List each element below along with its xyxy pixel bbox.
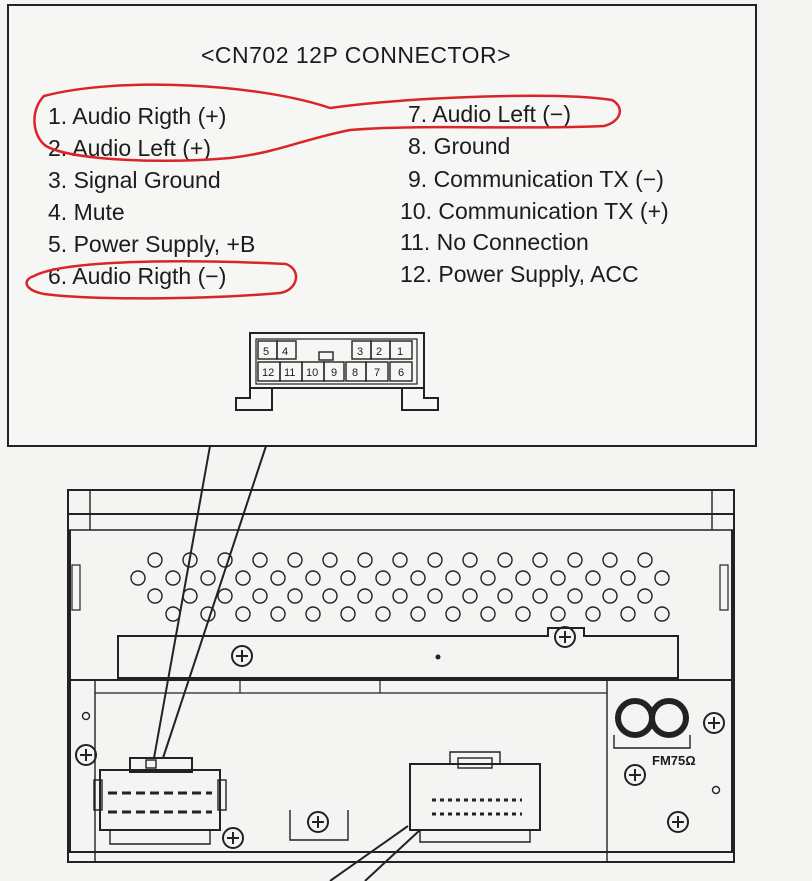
pin-number: 3 <box>357 346 363 358</box>
connector-title: <CN702 12P CONNECTOR> <box>201 42 511 68</box>
pin-list-right: 7. Audio Left (−) 8. Ground 9. Communica… <box>400 101 669 287</box>
antenna-jack <box>613 698 691 749</box>
pin-label: 8. Ground <box>408 133 510 159</box>
screw-icon <box>307 811 329 833</box>
pin-number: 10 <box>306 367 318 379</box>
highlight-loop-bottom <box>25 260 298 300</box>
antenna-label: FM75Ω <box>652 753 696 768</box>
pinout-inner <box>255 338 418 385</box>
pin-label: 10. Communication TX (+) <box>400 198 669 224</box>
pin-number: 8 <box>352 367 358 379</box>
red-highlight-marks <box>25 83 622 300</box>
pin-label: 11. No Connection <box>400 229 589 255</box>
pin-label: 3. Signal Ground <box>48 167 221 193</box>
pin-label: 12. Power Supply, ACC <box>400 261 639 287</box>
pin-number: 2 <box>376 346 382 358</box>
screw-icon <box>222 827 244 849</box>
vent-holes <box>130 552 670 622</box>
screw-icon <box>554 626 576 648</box>
screw-icon <box>703 712 725 734</box>
cn702-connector <box>93 757 227 845</box>
pin-label: 4. Mute <box>48 199 125 225</box>
pin-number: 7 <box>374 367 380 379</box>
connector-pinout-face: 5 4 3 2 1 12 11 10 9 8 7 6 <box>235 332 439 411</box>
pin-number: 9 <box>331 367 337 379</box>
screw-icon <box>231 645 253 667</box>
pin-number: 6 <box>398 367 404 379</box>
pinout-mount-right <box>401 388 439 411</box>
screw-icon <box>667 811 689 833</box>
pinout-top-row: 5 4 3 2 1 <box>257 340 413 361</box>
highlight-loop-top <box>33 83 622 162</box>
pin-number: 4 <box>282 346 288 358</box>
head-unit-rear: FM75Ω <box>67 489 735 863</box>
screw-icon <box>75 744 97 766</box>
mid-plate <box>117 627 679 679</box>
pin-label: 2. Audio Left (+) <box>48 135 211 161</box>
pin-number: 11 <box>284 367 295 379</box>
pin-number: 1 <box>397 346 403 358</box>
second-connector <box>409 751 541 843</box>
pinout-key <box>318 351 334 361</box>
pin-label: 9. Communication TX (−) <box>408 166 664 192</box>
lower-panel <box>69 679 733 853</box>
pin-label: 1. Audio Rigth (+) <box>48 103 226 129</box>
pin-number: 12 <box>262 367 274 379</box>
callout-pointer <box>153 445 421 881</box>
pin-number: 5 <box>263 346 269 358</box>
pin-label: 7. Audio Left (−) <box>408 101 571 127</box>
pin-label: 5. Power Supply, +B <box>48 231 255 257</box>
pin-label: 6. Audio Rigth (−) <box>48 263 226 289</box>
connector-callout: <CN702 12P CONNECTOR> 1. Audio Rigth (+)… <box>7 4 757 447</box>
pinout-housing <box>249 332 425 389</box>
pinout-bottom-row: 12 11 10 9 8 7 6 <box>257 361 413 382</box>
pin-list-left: 1. Audio Rigth (+) 2. Audio Left (+) 3. … <box>48 103 255 289</box>
screw-icon <box>624 764 646 786</box>
pinout-mount-left <box>235 388 273 411</box>
